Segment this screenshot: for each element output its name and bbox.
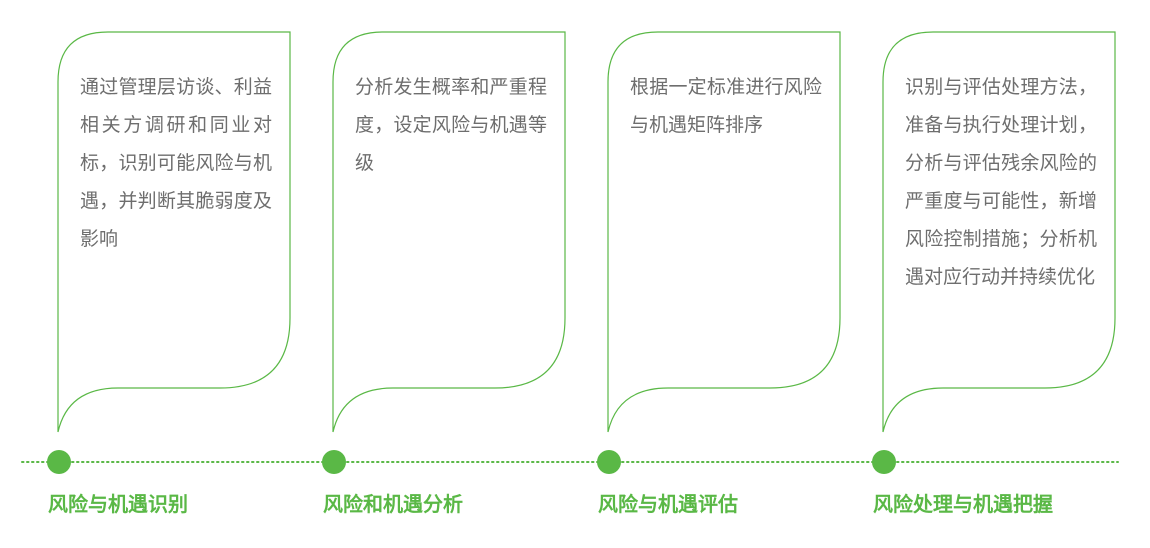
stage-1-description: 通过管理层访谈、利益相关方调研和同业对标，识别可能风险与机遇，并判断其脆弱度及影… <box>80 76 272 250</box>
stage-2-description: 分析发生概率和严重程度，设定风险与机遇等级 <box>355 76 547 174</box>
stage-4-node <box>872 450 896 474</box>
stage-3-description: 根据一定标准进行风险与机遇矩阵排序 <box>630 76 822 136</box>
stage-1-card <box>57 31 291 433</box>
stage-3-title: 风险与机遇评估 <box>598 492 738 516</box>
stage-3-node <box>597 450 621 474</box>
stage-1-title: 风险与机遇识别 <box>48 492 188 516</box>
stage-2-card <box>332 31 566 433</box>
stage-4-card <box>882 31 1116 433</box>
stage-1-node <box>47 450 71 474</box>
stage-4-description: 识别与评估处理方法，准备与执行处理计划，分析与评估残余风险的严重度与可能性，新增… <box>905 76 1097 288</box>
stage-2-node <box>322 450 346 474</box>
stage-4-title: 风险处理与机遇把握 <box>873 492 1053 516</box>
stage-2-title: 风险和机遇分析 <box>323 492 463 516</box>
stage-3-card <box>607 31 841 433</box>
